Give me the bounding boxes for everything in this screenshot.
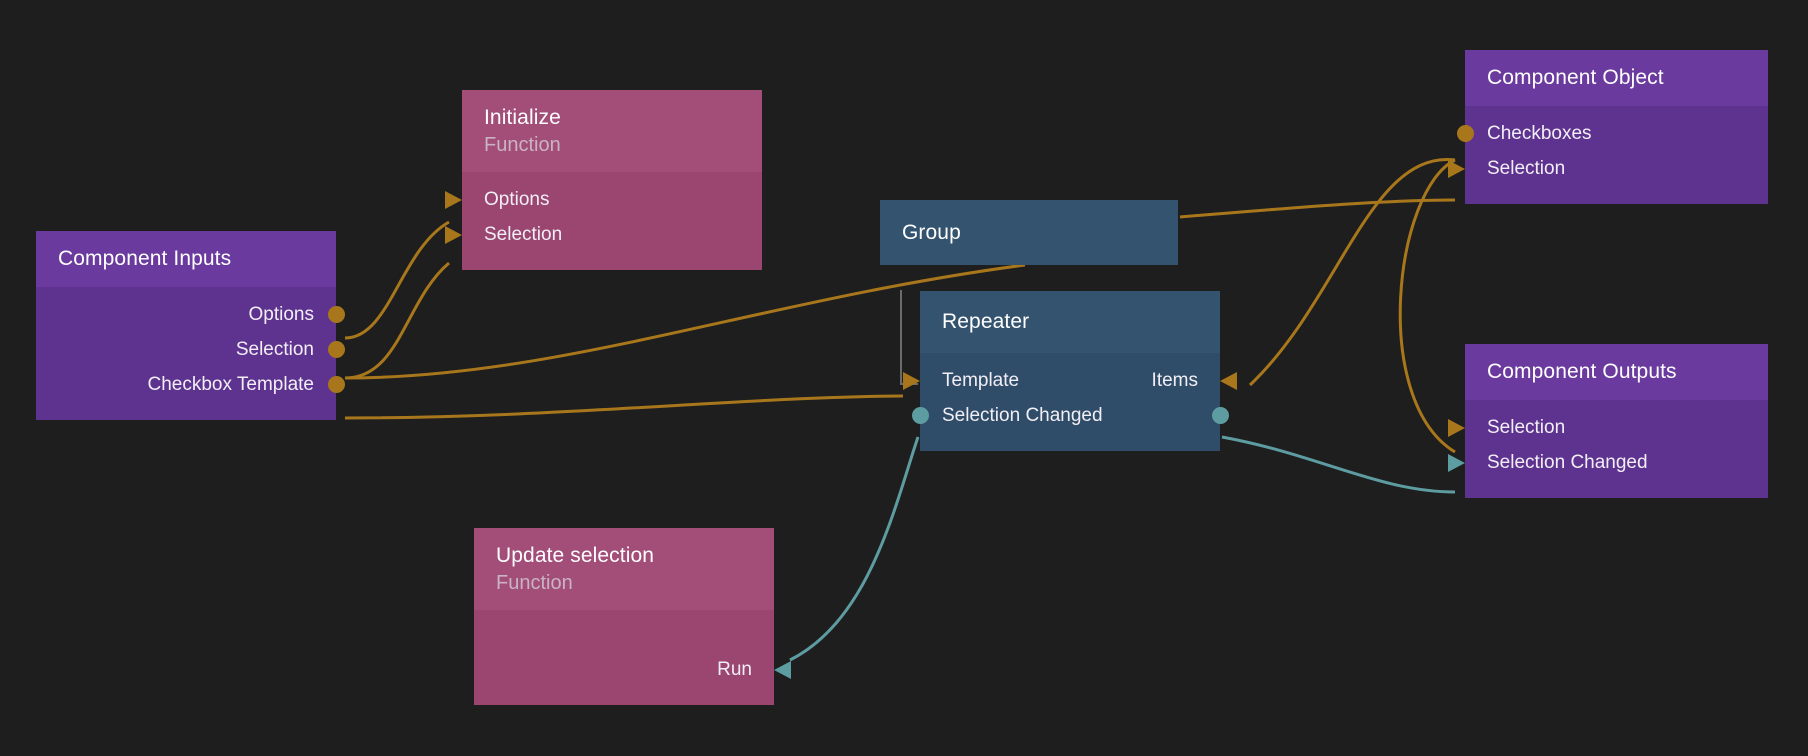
port-row-selection[interactable]: Selection (1448, 410, 1768, 445)
edge-inputs-template-to-repeater-template (344, 394, 904, 420)
node-component-inputs[interactable]: Component Inputs Options Selection Check… (36, 231, 345, 420)
node-header-initialize: Initialize Function (462, 90, 762, 172)
port-row-selection-changed[interactable]: Selection Changed (911, 398, 1229, 433)
port-label: Selection (1487, 416, 1566, 438)
port-label: Selection (235, 338, 314, 360)
node-header-update-selection: Update selection Function (474, 528, 774, 610)
port-label: Checkboxes (1487, 122, 1592, 144)
port-label: Run (717, 658, 752, 680)
port-row-selection[interactable]: Selection (36, 332, 345, 367)
node-subtitle: Function (496, 572, 573, 594)
node-body-component-inputs: Options Selection Checkbox Template (36, 287, 345, 420)
port-row-options[interactable]: Options (445, 182, 762, 217)
port-row-options[interactable]: Options (36, 297, 345, 332)
node-header-component-outputs: Component Outputs (1465, 344, 1768, 400)
edge-repeater-selchanged-to-outputs-selchanged (1221, 435, 1456, 494)
port-row-run[interactable]: Run (474, 652, 791, 687)
port-dot-options[interactable] (327, 306, 345, 323)
port-arrow-items[interactable] (1220, 371, 1237, 390)
node-component-object[interactable]: Component Object Checkboxes Selection (1448, 50, 1768, 204)
edge-inputs-selection-to-initialize-selection (344, 261, 450, 380)
node-title: Initialize (484, 106, 561, 129)
edge-object-checkboxes-to-repeater-items (1248, 158, 1456, 387)
port-label: Selection Changed (1487, 451, 1648, 473)
port-arrow-run[interactable] (774, 660, 791, 679)
port-arrow-template[interactable] (903, 371, 920, 390)
node-title: Component Object (1487, 66, 1664, 89)
edge-repeater-selchanged-to-update-run (789, 436, 920, 662)
node-header-component-inputs: Component Inputs (36, 231, 336, 287)
edge-group-to-object-selection (1179, 198, 1456, 219)
port-dot-selection-changed-left[interactable] (911, 407, 929, 424)
edge-inputs-options-to-initialize-options (344, 220, 450, 340)
port-dot-checkbox-template[interactable] (327, 376, 345, 393)
node-header-component-object: Component Object (1465, 50, 1768, 106)
node-update-selection[interactable]: Update selection Function Run (474, 528, 791, 705)
port-label: Selection (1487, 157, 1566, 179)
port-label-template: Template (942, 369, 1020, 391)
port-arrow-selection-changed[interactable] (1448, 453, 1465, 472)
node-body-component-object: Checkboxes Selection (1448, 106, 1768, 204)
port-row-template-items[interactable]: Template Items (903, 363, 1237, 398)
node-body-initialize: Options Selection (445, 172, 762, 270)
port-label: Options (484, 188, 550, 210)
node-body-update-selection: Run (474, 610, 791, 705)
port-row-checkboxes[interactable]: Checkboxes (1456, 116, 1768, 151)
node-body-component-outputs: Selection Selection Changed (1448, 400, 1768, 498)
node-title: Repeater (942, 310, 1030, 333)
node-repeater[interactable]: Repeater Template Items Selection Change… (903, 291, 1237, 451)
node-subtitle: Function (484, 134, 561, 156)
port-label: Checkbox Template (147, 373, 314, 395)
port-dot-selection-changed-right[interactable] (1211, 407, 1229, 424)
port-dot-selection[interactable] (327, 341, 345, 358)
node-header-group: Group (880, 200, 1178, 265)
port-arrow-options[interactable] (445, 190, 462, 209)
node-title: Component Inputs (58, 247, 232, 270)
node-group[interactable]: Group (880, 200, 1178, 265)
port-arrow-selection[interactable] (1448, 159, 1465, 178)
port-label: Selection (484, 223, 563, 245)
port-label: Options (248, 303, 314, 325)
node-header-repeater: Repeater (920, 291, 1220, 353)
port-row-selection[interactable]: Selection (1448, 151, 1768, 186)
port-arrow-selection[interactable] (1448, 418, 1465, 437)
port-label-items: Items (1151, 369, 1198, 391)
node-body-repeater: Template Items Selection Changed (903, 353, 1237, 451)
node-component-outputs[interactable]: Component Outputs Selection Selection Ch… (1448, 344, 1768, 498)
node-initialize[interactable]: Initialize Function Options Selection (445, 90, 762, 270)
port-label: Selection Changed (942, 404, 1103, 426)
port-arrow-selection[interactable] (445, 225, 462, 244)
node-title: Update selection (496, 544, 655, 567)
port-dot-checkboxes[interactable] (1456, 125, 1474, 142)
port-row-selection-changed[interactable]: Selection Changed (1448, 445, 1768, 480)
node-title: Group (902, 220, 961, 244)
port-row-checkbox-template[interactable]: Checkbox Template (36, 367, 345, 402)
port-row-selection[interactable]: Selection (445, 217, 762, 252)
node-title: Component Outputs (1487, 360, 1677, 383)
edge-object-checkboxes-to-outputs-selection (1398, 158, 1456, 454)
